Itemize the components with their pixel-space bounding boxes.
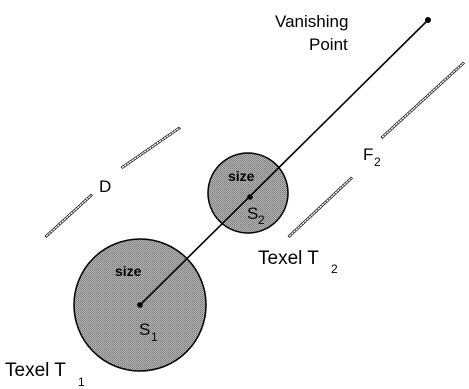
- s1-point: [137, 302, 143, 308]
- vanishing-point-label-line1: Vanishing: [275, 12, 348, 31]
- texel-t2-label: Texel T: [258, 248, 319, 269]
- vanishing-point-label-line2: Point: [309, 35, 348, 54]
- d-line: [44, 126, 181, 238]
- f2-label-subscript: 2: [374, 155, 381, 169]
- s1-label: S: [139, 320, 150, 339]
- f2-line: [287, 61, 465, 238]
- vanishing-point-dot: [425, 17, 431, 23]
- d-label: D: [99, 177, 111, 196]
- size-label-large: size: [115, 263, 142, 279]
- texel-t2-label-subscript: 2: [331, 262, 338, 276]
- s2-point: [247, 194, 253, 200]
- s1-label-subscript: 1: [151, 330, 158, 344]
- texel-t1-label: Texel T: [5, 360, 66, 381]
- texel-t1-label-subscript: 1: [78, 375, 85, 389]
- texel-t2-circle: [207, 152, 289, 234]
- s2-label-subscript: 2: [258, 213, 265, 227]
- vanishing-line: [139, 19, 429, 306]
- f2-label: F: [363, 145, 373, 164]
- size-label-small: size: [228, 168, 255, 184]
- s2-label: S: [247, 204, 258, 223]
